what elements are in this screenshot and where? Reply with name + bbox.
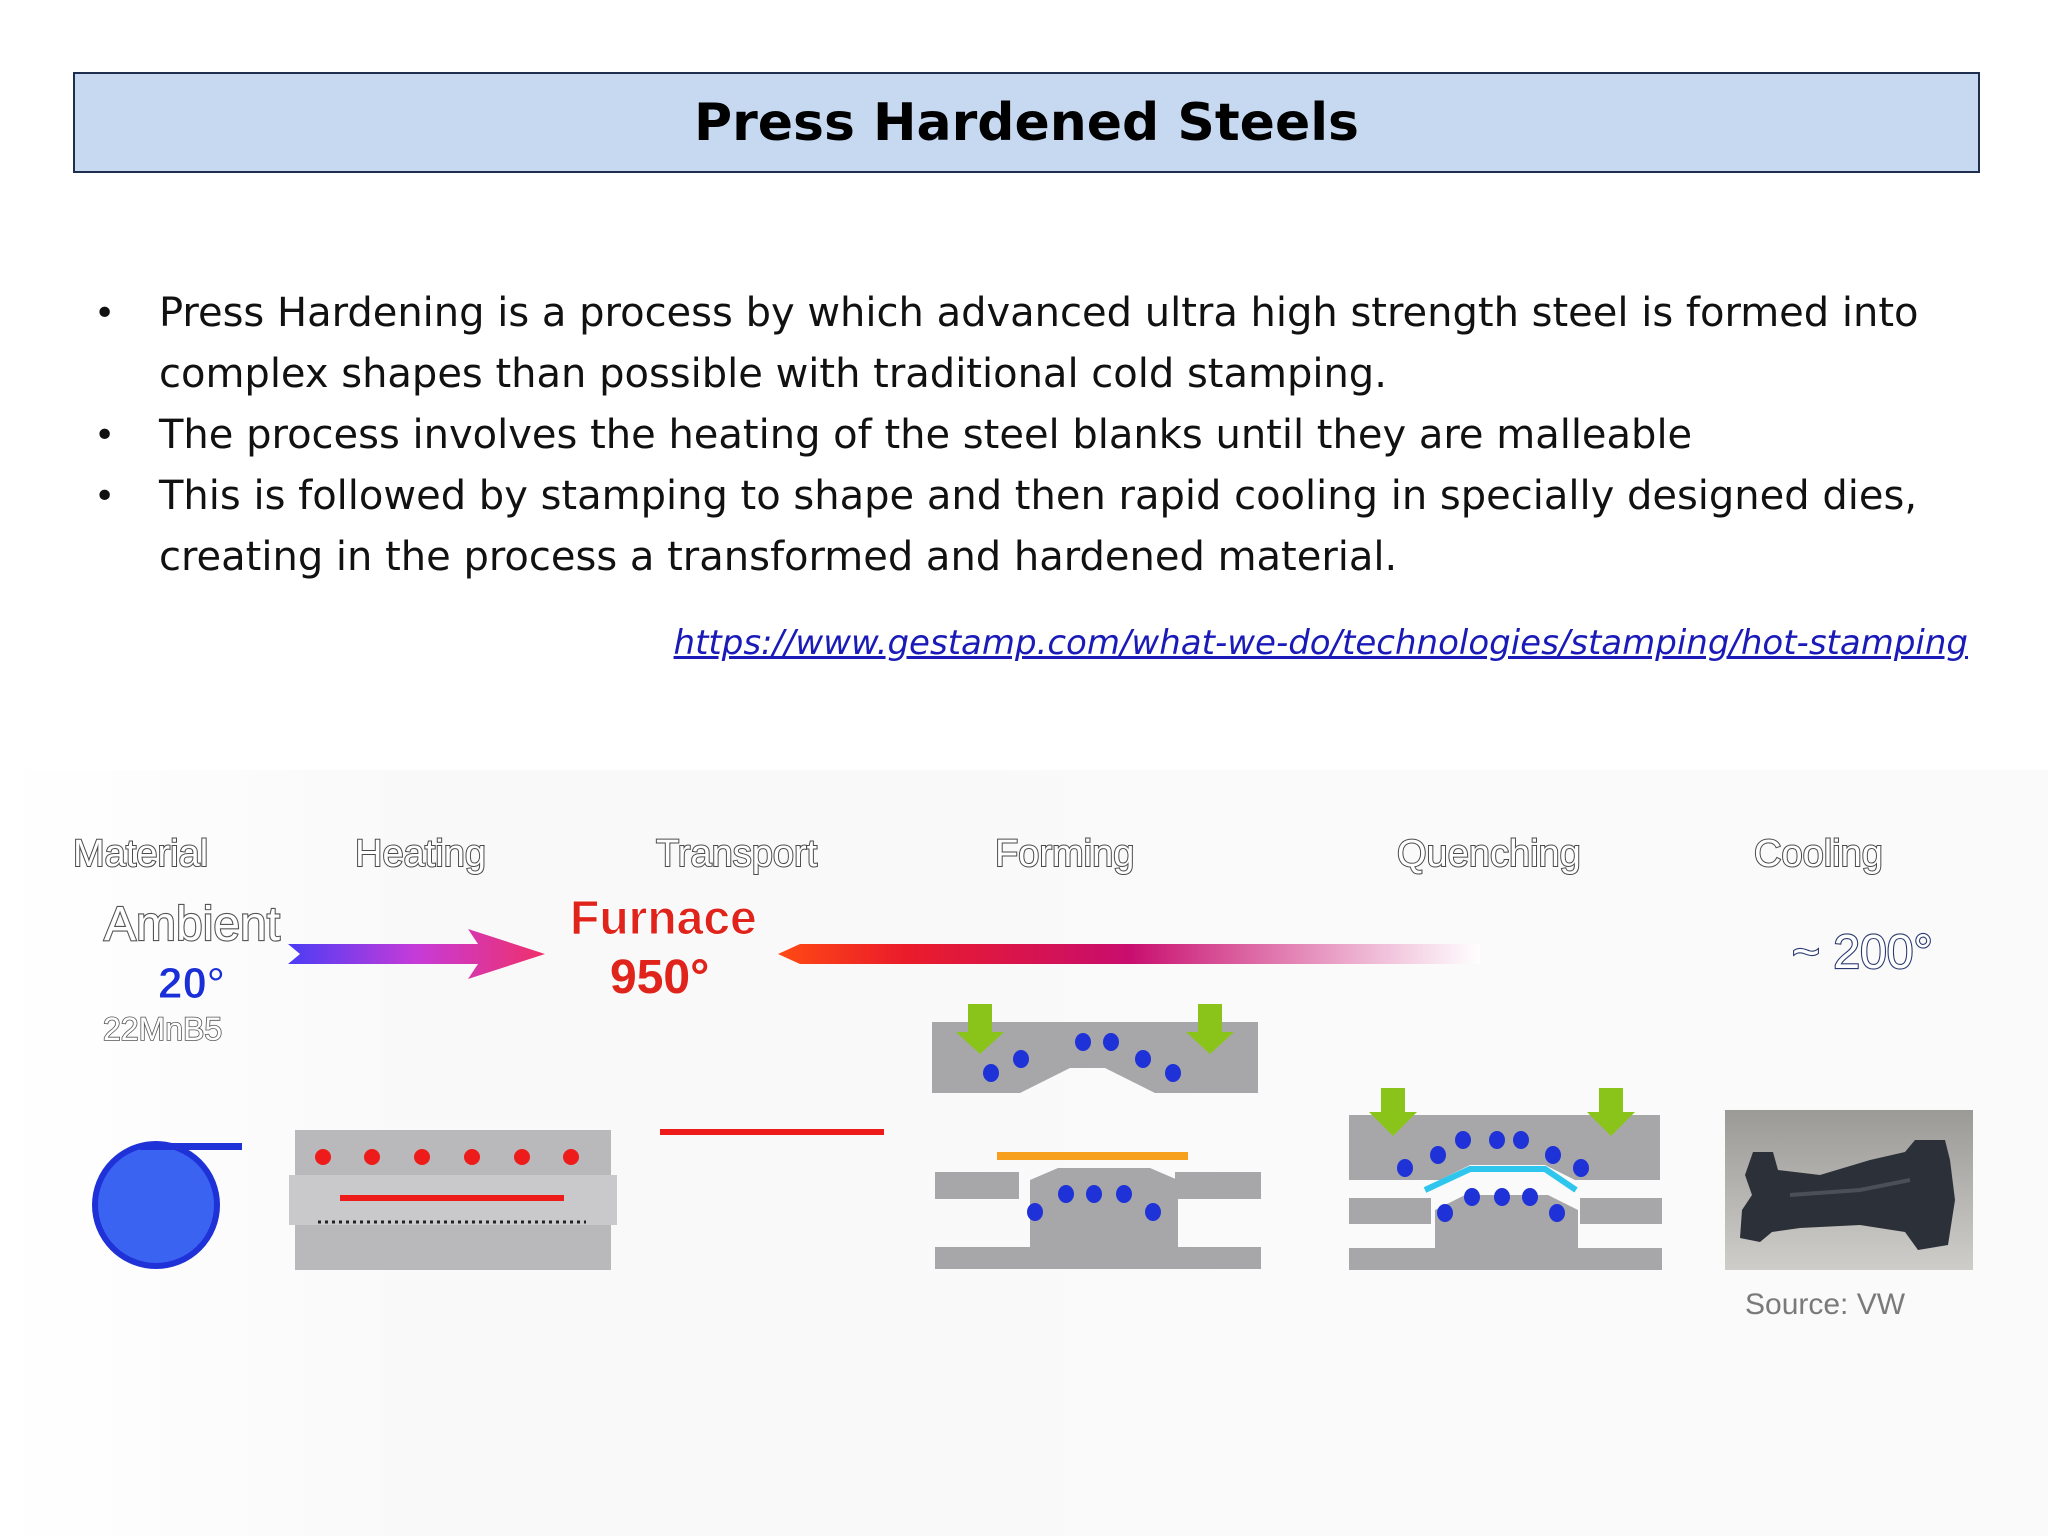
heating-furnace-icon [289,1130,617,1270]
furnace-temperature: 950° [610,951,709,1004]
quenching-die-icon [1349,1088,1662,1270]
stage-label-forming: Forming [995,833,1134,875]
source-link[interactable]: https://www.gestamp.com/what-we-do/techn… [673,623,1968,663]
forming-die-icon [932,1004,1261,1269]
bullet-text: Press Hardening is a process by which ad… [159,290,1919,397]
stage-label-heating: Heating [355,833,486,875]
bullet-item: • Press Hardening is a process by which … [90,283,1970,405]
cooling-temperature: ~ 200° [1792,926,1933,979]
title-box: Press Hardened Steels [73,72,1980,173]
stage-label-transport: Transport [656,833,818,875]
stage-label-quenching: Quenching [1397,833,1581,875]
ambient-label: Ambient [104,898,280,951]
slide-title: Press Hardened Steels [693,92,1359,153]
bullet-item: • This is followed by stamping to shape … [90,466,1970,588]
steel-coil-icon [92,1141,242,1269]
bullet-icon: • [94,415,116,456]
heating-arrow-icon [288,929,545,979]
bullet-icon: • [94,476,116,517]
stage-label-material: Material [73,833,208,875]
bullet-icon: • [94,293,116,334]
bullet-text: The process involves the heating of the … [159,412,1693,458]
furnace-label: Furnace [570,892,757,945]
stage-label-cooling: Cooling [1754,833,1883,875]
material-grade-label: 22MnB5 [103,1011,222,1047]
hot-blank-icon [660,1129,884,1135]
bullet-list: • Press Hardening is a process by which … [90,283,1970,588]
photo-source-caption: Source: VW [1745,1288,1906,1321]
ambient-temperature: 20° [158,959,225,1008]
bullet-text: This is followed by stamping to shape an… [159,473,1918,580]
bullet-item: • The process involves the heating of th… [90,405,1970,466]
temperature-gradient-arrow-icon [778,944,1480,964]
hardened-part-photo [1725,1110,1973,1270]
